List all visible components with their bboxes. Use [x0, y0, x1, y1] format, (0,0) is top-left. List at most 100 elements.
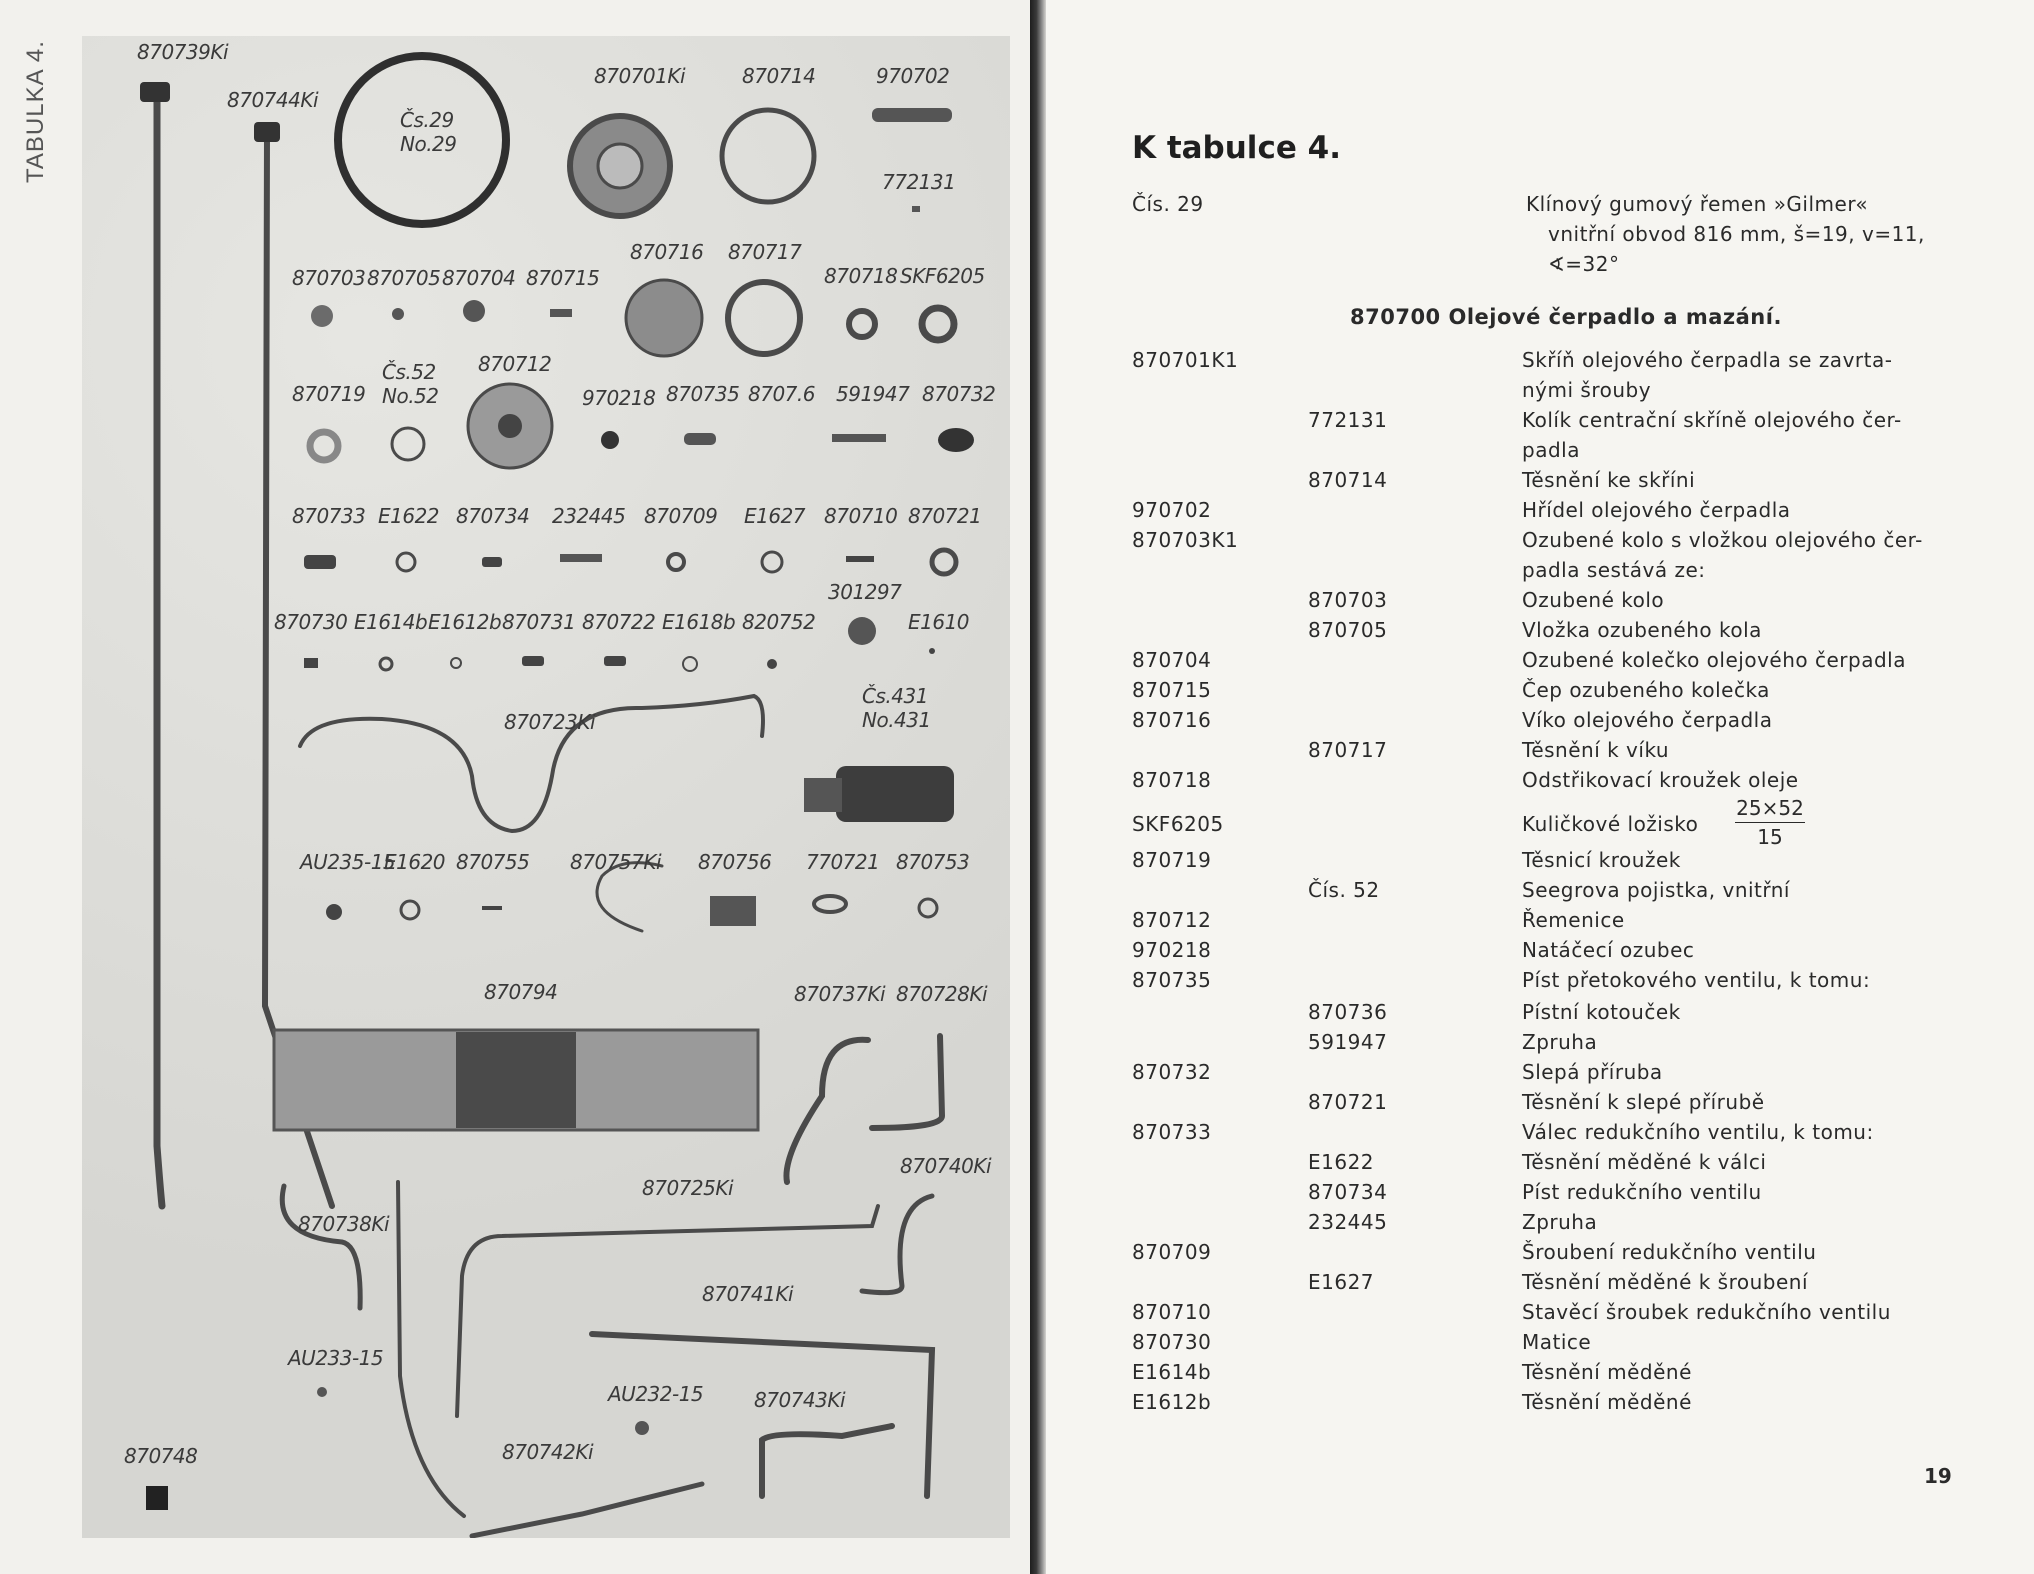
- fraction-denominator: 15: [1757, 825, 1783, 849]
- label-870719: 870719: [292, 382, 366, 406]
- tube-870739: [153, 87, 166, 1210]
- row-description: Ozubené kolečko olejového čerpadla: [1522, 648, 1906, 672]
- label-e1612b: E1612b: [428, 610, 502, 634]
- label-870742: 870742Ki: [502, 1440, 594, 1464]
- section-subheading: 870700 Olejové čerpadlo a mazání.: [1350, 305, 1782, 329]
- label-870704: 870704: [442, 266, 516, 290]
- table-side-label: TABULKA 4.: [22, 40, 49, 183]
- tube-870723: [298, 693, 765, 834]
- fitting-870744: [254, 122, 280, 142]
- row-part-number: E1612b: [1132, 1390, 1212, 1414]
- row-description: Stavěcí šroubek redukčního ventilu: [1522, 1300, 1891, 1324]
- row-sub-part-number: 870721: [1308, 1090, 1388, 1114]
- row-description: padla sestává ze:: [1522, 558, 1706, 582]
- row-part-number: 870732: [1132, 1060, 1212, 1084]
- row-description: Těsnění měděné k šroubení: [1522, 1270, 1809, 1294]
- label-870709: 870709: [644, 504, 718, 528]
- row-description: Těsnění měděné: [1522, 1360, 1692, 1384]
- label-870739: 870739Ki: [137, 40, 229, 64]
- row-sub-part-number: Čís. 52: [1308, 878, 1380, 902]
- right-page: [1046, 0, 2034, 1574]
- label-870744: 870744Ki: [227, 88, 319, 112]
- label-e1620: E1620: [384, 850, 446, 874]
- label-e1622: E1622: [378, 504, 440, 528]
- row-description: Řemenice: [1522, 908, 1625, 932]
- label-591947: 591947: [836, 382, 910, 406]
- row-description: Těsnění ke skříni: [1522, 468, 1696, 492]
- row-sub-part-number: 870736: [1308, 1000, 1388, 1024]
- label-skf6205: SKF6205: [900, 264, 985, 288]
- parts-illustration: [140, 52, 974, 1538]
- row-sub-part-number: 870734: [1308, 1180, 1388, 1204]
- row-part-number: 870735: [1132, 968, 1212, 992]
- label-e1610: E1610: [908, 610, 970, 634]
- fraction-numerator: 25×52: [1735, 796, 1805, 823]
- label-870737: 870737Ki: [794, 982, 886, 1006]
- row-sub-part-number: 232445: [1308, 1210, 1388, 1234]
- label-870710: 870710: [824, 504, 898, 528]
- oil-filter: [836, 766, 954, 822]
- label-870748: 870748: [124, 1444, 198, 1468]
- row-part-number: SKF6205: [1132, 812, 1224, 836]
- row-part-number: 870701K1: [1132, 348, 1239, 372]
- row-description: Zpruha: [1522, 1030, 1598, 1054]
- label-870717: 870717: [728, 240, 802, 264]
- bearing-dimension-fraction: 25×52 15: [1735, 796, 1805, 849]
- label-870732: 870732: [922, 382, 996, 406]
- row-sub-part-number: 870705: [1308, 618, 1388, 642]
- row-description: Hřídel olejového čerpadla: [1522, 498, 1791, 522]
- label-870712: 870712: [478, 352, 552, 376]
- label-870755: 870755: [456, 850, 530, 874]
- book-spine: [1030, 0, 1046, 1574]
- row-description: Píst redukčního ventilu: [1522, 1180, 1762, 1204]
- label-870723: 870723Ki: [504, 710, 596, 734]
- row-description: Válec redukčního ventilu, k tomu:: [1522, 1120, 1874, 1144]
- row-sub-part-number: 591947: [1308, 1030, 1388, 1054]
- row-description: Vložka ozubeného kola: [1522, 618, 1762, 642]
- label-e1618b: E1618b: [662, 610, 736, 634]
- label-870703: 870703: [292, 266, 366, 290]
- page-number: 19: [1924, 1464, 1952, 1488]
- row-description: Pístní kotouček: [1522, 1000, 1681, 1024]
- shaft-970702: [872, 108, 952, 122]
- label-870722: 870722: [582, 610, 656, 634]
- row-description: Odstřikovací kroužek oleje: [1522, 768, 1799, 792]
- label-870701: 870701Ki: [594, 64, 686, 88]
- row-description: Zpruha: [1522, 1210, 1598, 1234]
- label-870736: 8707.6: [748, 382, 815, 406]
- row-part-number: 870719: [1132, 848, 1212, 872]
- belt-ring: [334, 52, 510, 228]
- label-870715: 870715: [526, 266, 600, 290]
- label-870733: 870733: [292, 504, 366, 528]
- row-part-number: 870718: [1132, 768, 1212, 792]
- label-232445: 232445: [552, 504, 626, 528]
- row-part-number: 970218: [1132, 938, 1212, 962]
- label-870725: 870725Ki: [642, 1176, 734, 1200]
- label-e1627: E1627: [744, 504, 806, 528]
- row-description: Šroubení redukčního ventilu: [1522, 1240, 1817, 1264]
- row-part-number: 870716: [1132, 708, 1212, 732]
- label-cis431: Čs.431 No.431: [862, 684, 931, 732]
- label-870738: 870738Ki: [298, 1212, 390, 1236]
- row-sub-part-number: 772131: [1308, 408, 1388, 432]
- row-description: Těsnění měděné: [1522, 1390, 1692, 1414]
- label-772131: 772131: [882, 170, 956, 194]
- label-301297: 301297: [828, 580, 902, 604]
- row-part-number: 870733: [1132, 1120, 1212, 1144]
- row-description: Kuličkové ložisko: [1522, 812, 1699, 836]
- row-sub-part-number: 870703: [1308, 588, 1388, 612]
- label-870731: 870731: [502, 610, 576, 634]
- row-description: Čep ozubeného kolečka: [1522, 678, 1770, 702]
- label-870728: 870728Ki: [896, 982, 988, 1006]
- row-description: Skříň olejového čerpadla se zavrta-: [1522, 348, 1893, 372]
- pump-cover: [624, 278, 704, 358]
- row-sub-part-number: E1627: [1308, 1270, 1375, 1294]
- row-description: Natáčecí ozubec: [1522, 938, 1695, 962]
- cis29-line3: ∢=32°: [1548, 252, 1620, 276]
- label-au232: AU232-15: [608, 1382, 704, 1406]
- label-cis52: Čs.52 No.52: [382, 360, 439, 408]
- row-description: Víko olejového čerpadla: [1522, 708, 1773, 732]
- row-part-number: 870710: [1132, 1300, 1212, 1324]
- label-870757: 870757Ki: [570, 850, 662, 874]
- row-part-number: 870709: [1132, 1240, 1212, 1264]
